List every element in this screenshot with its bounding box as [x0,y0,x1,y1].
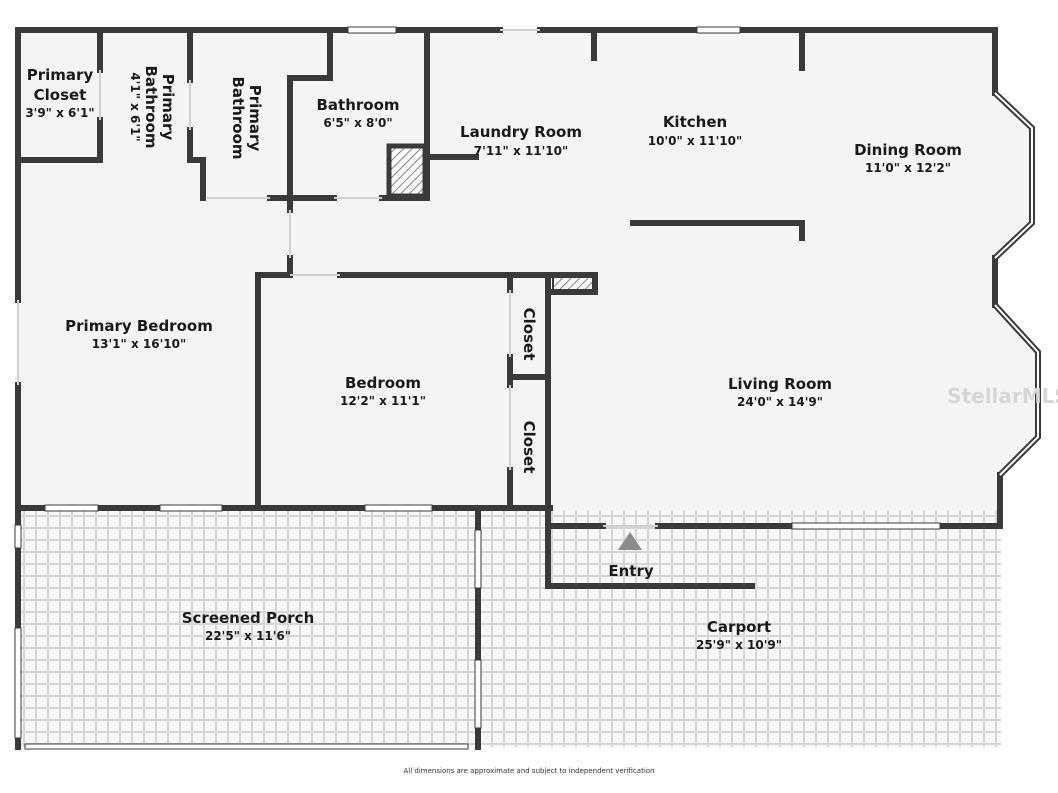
room-labels: Primary Closet 3'9" x 6'1" Primary Bathr… [25,65,962,652]
bedroom-dims: 12'2" x 11'1" [340,394,426,408]
primary-bathroom-2-label-2: Bathroom [229,76,247,159]
entry-label: Entry [608,562,653,580]
dining-room-label: Dining Room [854,141,962,159]
primary-bathroom-1-dims: 4'1" x 6'1" [128,72,142,141]
utility-box [552,276,594,291]
primary-closet-label-1: Primary [27,66,94,84]
screened-porch-dims: 22'5" x 11'6" [205,629,291,643]
living-room-label: Living Room [728,375,832,393]
disclaimer-footer: All dimensions are approximate and subje… [403,767,655,775]
laundry-room-dims: 7'11" x 11'10" [474,144,568,158]
watermark: StellarMLS [947,384,1058,408]
primary-bedroom-label: Primary Bedroom [65,317,213,335]
entry-arrow-icon [618,532,642,550]
carport-label: Carport [707,618,771,636]
screened-porch-floor [20,510,478,747]
bedroom-label: Bedroom [345,374,421,392]
primary-closet-dims: 3'9" x 6'1" [25,106,94,120]
windows [14,26,941,750]
laundry-room-label: Laundry Room [460,123,582,141]
kitchen-dims: 10'0" x 11'10" [648,134,742,148]
walls [15,27,1003,750]
kitchen-label: Kitchen [663,113,727,131]
closet-1-label: Closet [520,308,538,361]
primary-closet-label-2: Closet [34,86,87,104]
water-heater-box [386,143,428,199]
bathroom-label: Bathroom [316,96,399,114]
primary-bathroom-1-label-1: Primary [159,74,177,141]
living-room-dims: 24'0" x 14'9" [737,395,823,409]
screened-porch-label: Screened Porch [182,609,315,627]
closet-2-label: Closet [520,421,538,474]
bay-windows [992,90,1041,478]
primary-bedroom-dims: 13'1" x 16'10" [92,337,186,351]
carport-dims: 25'9" x 10'9" [696,638,782,652]
door-openings [17,29,658,527]
bathroom-dims: 6'5" x 8'0" [323,116,392,130]
carport-floor [478,510,1001,747]
primary-bathroom-2-label-1: Primary [246,85,264,152]
primary-bathroom-1-label-2: Bathroom [142,65,160,148]
dining-room-dims: 11'0" x 12'2" [865,161,951,175]
